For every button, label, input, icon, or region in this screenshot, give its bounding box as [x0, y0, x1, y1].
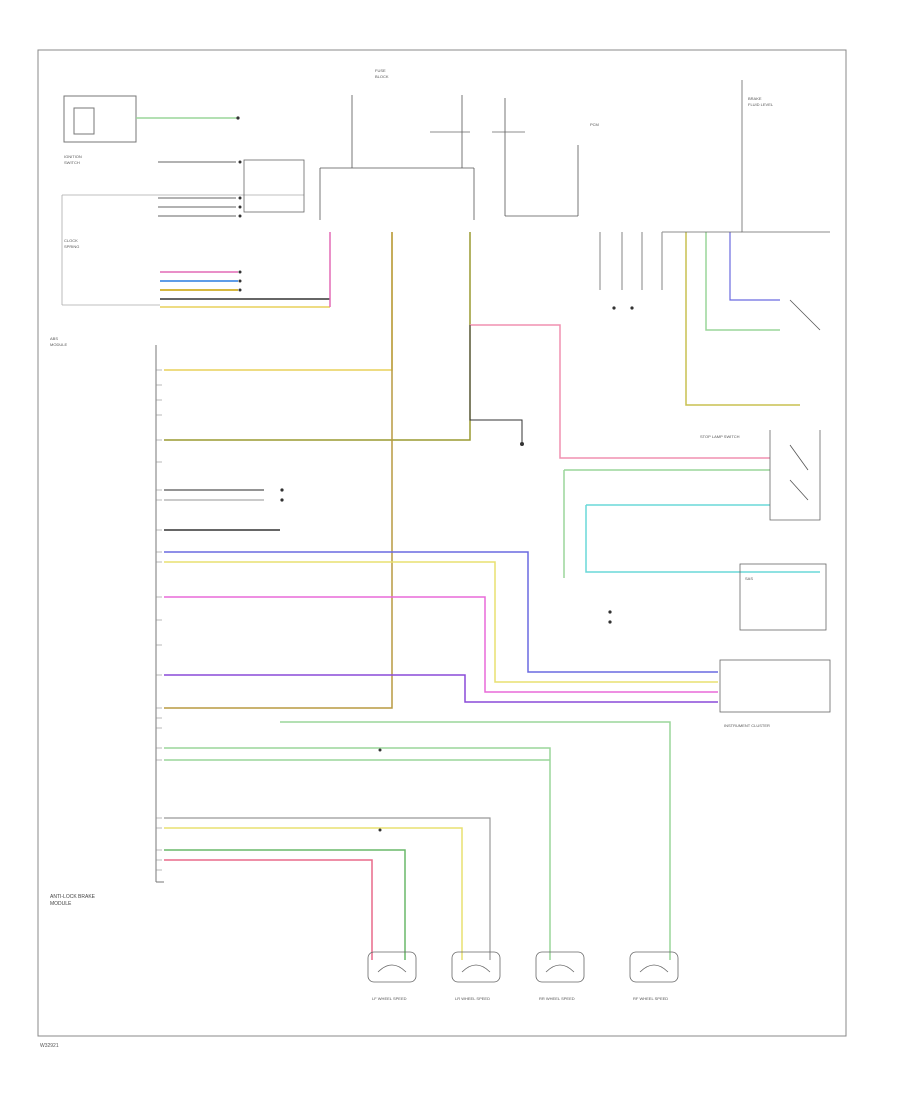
abs-module: ABS MODULE ANTI-LOCK BRAKE MODULE: [50, 336, 164, 907]
svg-text:PCM: PCM: [590, 122, 599, 127]
stoplamp-switch: STOP LAMP SWITCH: [700, 430, 821, 521]
svg-text:ABS: ABS: [50, 336, 58, 341]
svg-text:STOP LAMP SWITCH: STOP LAMP SWITCH: [700, 434, 740, 439]
wheel-speed-sensor-rr: RR WHEEL SPEED: [535, 951, 585, 1001]
svg-text:RF WHEEL SPEED: RF WHEEL SPEED: [633, 996, 668, 1001]
fuse-block: FUSE BLOCK PCM: [319, 68, 599, 220]
figure-id: W32921: [40, 1043, 59, 1049]
svg-text:LR WHEEL SPEED: LR WHEEL SPEED: [455, 996, 490, 1001]
svg-text:LF WHEEL SPEED: LF WHEEL SPEED: [372, 996, 407, 1001]
splice-points: [378, 306, 634, 832]
abs-pin-ticks: [156, 369, 162, 871]
svg-text:FUSE: FUSE: [375, 68, 386, 73]
svg-text:IGNITION: IGNITION: [64, 154, 82, 159]
wheel-speed-sensor-lr: LR WHEEL SPEED: [451, 951, 501, 1001]
svg-text:RR WHEEL SPEED: RR WHEEL SPEED: [539, 996, 575, 1001]
svg-text:SAS: SAS: [745, 576, 753, 581]
abs-wires: [164, 232, 820, 960]
pcm-wires: [599, 232, 663, 290]
svg-text:INSTRUMENT CLUSTER: INSTRUMENT CLUSTER: [724, 723, 770, 728]
wheel-speed-sensor-rf: RF WHEEL SPEED: [629, 951, 679, 1001]
diagram-border: [37, 49, 847, 1037]
can-bus-wires: [160, 270, 330, 308]
right-top-sensor: BRAKE FLUID LEVEL: [662, 80, 830, 331]
svg-text:BLOCK: BLOCK: [375, 74, 389, 79]
wheel-speed-sensor-lf: LF WHEEL SPEED: [367, 951, 417, 1001]
steering-angle-sensor: SAS: [739, 563, 827, 631]
svg-text:SPRING: SPRING: [64, 244, 79, 249]
svg-text:ANTI-LOCK BRAKE: ANTI-LOCK BRAKE: [50, 894, 96, 900]
svg-text:FLUID LEVEL: FLUID LEVEL: [748, 102, 774, 107]
instrument-cluster-connector: INSTRUMENT CLUSTER: [719, 659, 831, 728]
svg-text:MODULE: MODULE: [50, 342, 67, 347]
svg-text:BRAKE: BRAKE: [748, 96, 762, 101]
clockspring-block: CLOCK SPRING: [61, 159, 305, 306]
svg-text:CLOCK: CLOCK: [64, 238, 78, 243]
svg-text:SWITCH: SWITCH: [64, 160, 80, 165]
ignition-switch-block: IGNITION SWITCH: [63, 95, 240, 165]
svg-text:MODULE: MODULE: [50, 901, 72, 907]
